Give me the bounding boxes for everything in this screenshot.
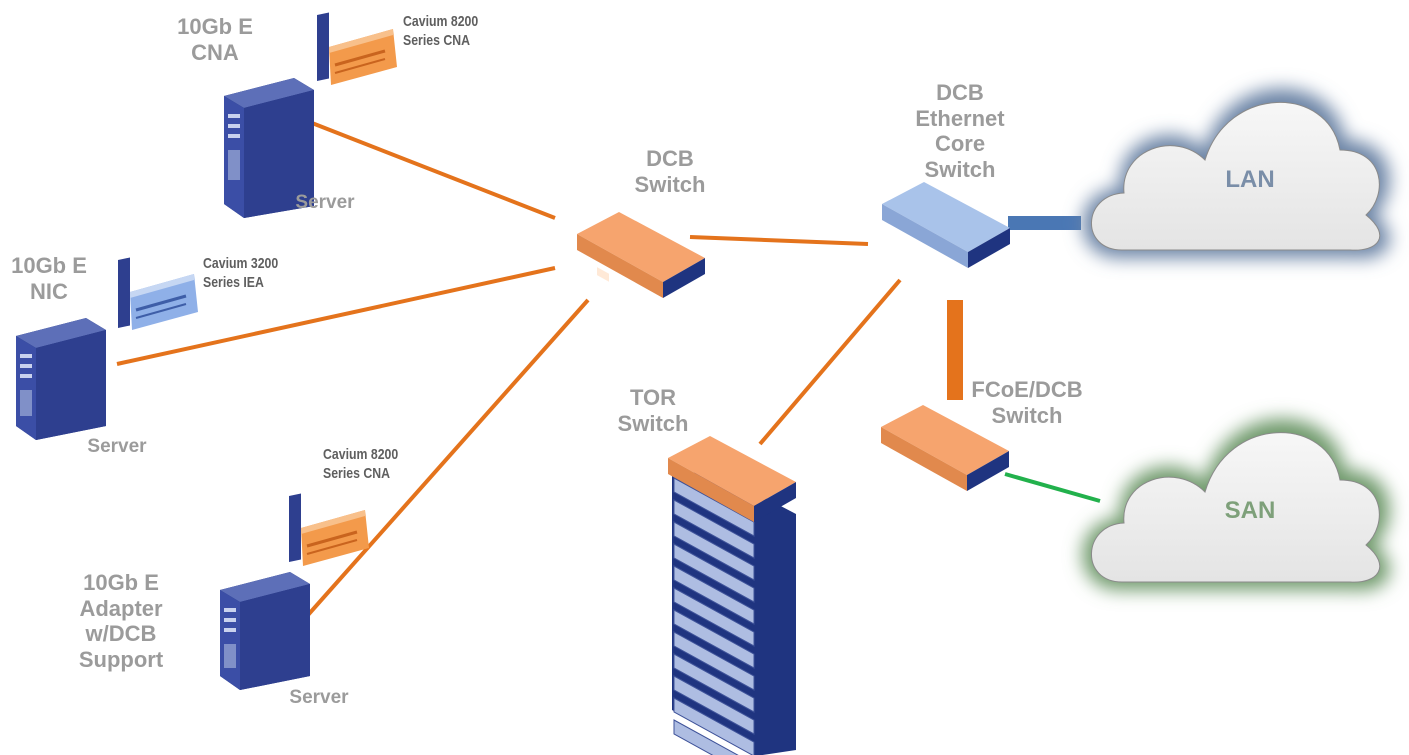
link-server-mid-dcb <box>116 266 556 366</box>
server-icon <box>224 78 314 218</box>
tor-switch-icon <box>668 436 796 522</box>
tor-switch-label: TOR Switch <box>617 385 689 436</box>
rack-unit <box>673 477 755 537</box>
rack-unit <box>673 499 755 559</box>
rack-units <box>673 477 755 755</box>
dcb-switch-icon <box>577 212 705 298</box>
server-top-name-label: Server <box>295 192 355 213</box>
links <box>116 121 1101 617</box>
rack-unit <box>673 675 755 735</box>
rack-unit <box>673 697 755 755</box>
link-dcb-core <box>689 235 869 246</box>
network-card-icon <box>317 12 397 85</box>
server-icon <box>16 318 106 440</box>
rack-unit <box>673 565 755 625</box>
rack-unit <box>673 631 755 691</box>
lan-cloud-icon <box>1082 88 1390 259</box>
server-bot-name-label: Server <box>289 687 349 708</box>
server-top-type-label: 10Gb E CNA <box>177 14 253 65</box>
card-bot-label: Cavium 8200 Series CNA <box>323 446 399 482</box>
core-switch-icon <box>882 182 1010 268</box>
fcoe-switch-label: FCoE/DCB Switch <box>971 377 1083 428</box>
rack-unit <box>673 609 755 669</box>
link-tor-core <box>758 278 902 446</box>
server-mid-name-label: Server <box>87 436 147 457</box>
fcoe-switch-icon <box>881 405 1009 491</box>
rack-unit <box>673 543 755 603</box>
server-icon <box>220 572 310 690</box>
rack-unit <box>673 719 739 755</box>
link-fcoe-san <box>1004 472 1101 503</box>
link-server-bot-dcb <box>306 298 590 617</box>
server-bot-type-label: 10Gb E Adapter w/DCB Support <box>78 570 164 673</box>
san-cloud-icon <box>1082 418 1390 591</box>
lan-label: LAN <box>1225 166 1275 193</box>
rack-unit <box>673 587 755 647</box>
rack-unit <box>673 653 755 713</box>
san-label: SAN <box>1224 497 1276 524</box>
network-card-icon <box>118 257 198 330</box>
link-server-top-dcb <box>311 121 556 220</box>
card-mid-label: Cavium 3200 Series IEA <box>203 255 279 291</box>
card-top-label: Cavium 8200 Series CNA <box>403 13 479 49</box>
rack-icon <box>672 470 796 755</box>
server-mid-type-label: 10Gb E NIC <box>11 253 87 304</box>
network-card-icon <box>289 493 369 566</box>
rack-unit <box>673 521 755 581</box>
core-switch-label: DCB Ethernet Core Switch <box>915 80 1005 183</box>
dcb-switch-label: DCB Switch <box>634 146 706 197</box>
